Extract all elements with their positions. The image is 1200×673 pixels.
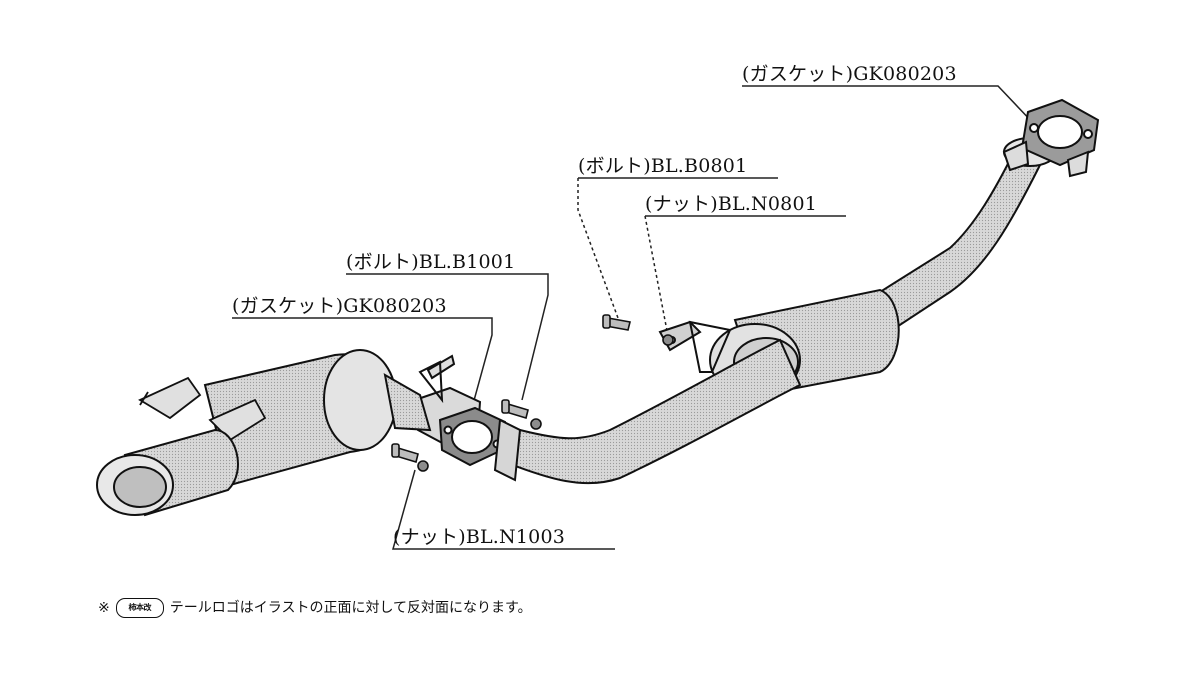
footnote: ※ 柿本改 テールロゴはイラストの正面に対して反対面になります。 [98,598,532,618]
label-bolt-left: (ボルト)BL.B1001 [346,251,516,273]
label-gasket-left: (ガスケット)GK080203 [232,295,447,317]
label-gasket-top: (ガスケット)GK080203 [742,63,957,85]
leader-nut-bottom [392,469,615,550]
mid-pipe [498,338,802,485]
footnote-text: テールロゴはイラストの正面に対して反対面になります。 [169,600,532,616]
leader-bolt-left [346,273,549,401]
label-nut-bottom: (ナット)BL.N1003 [393,526,566,548]
leader-bolt-mid-drop [577,178,619,319]
rear-muffler [203,349,456,487]
tail-logo-icon: 柿本改 [115,598,164,618]
rear-hangers [138,376,267,442]
label-bolt-mid: (ボルト)BL.B0801 [578,155,748,177]
bolt-nut-left [391,399,542,472]
leader-gasket-top [742,85,1036,126]
bolt-nut-mid [602,314,674,346]
leader-lines [232,85,1036,550]
front-pipe [879,137,1057,340]
leader-gasket-left [232,317,493,416]
tail-pipe [96,428,239,517]
leader-nut-mid-drop [644,215,669,337]
footnote-mark: ※ [98,600,110,616]
top-flange [1002,98,1100,178]
label-nut-mid: (ナット)BL.N0801 [645,193,818,215]
